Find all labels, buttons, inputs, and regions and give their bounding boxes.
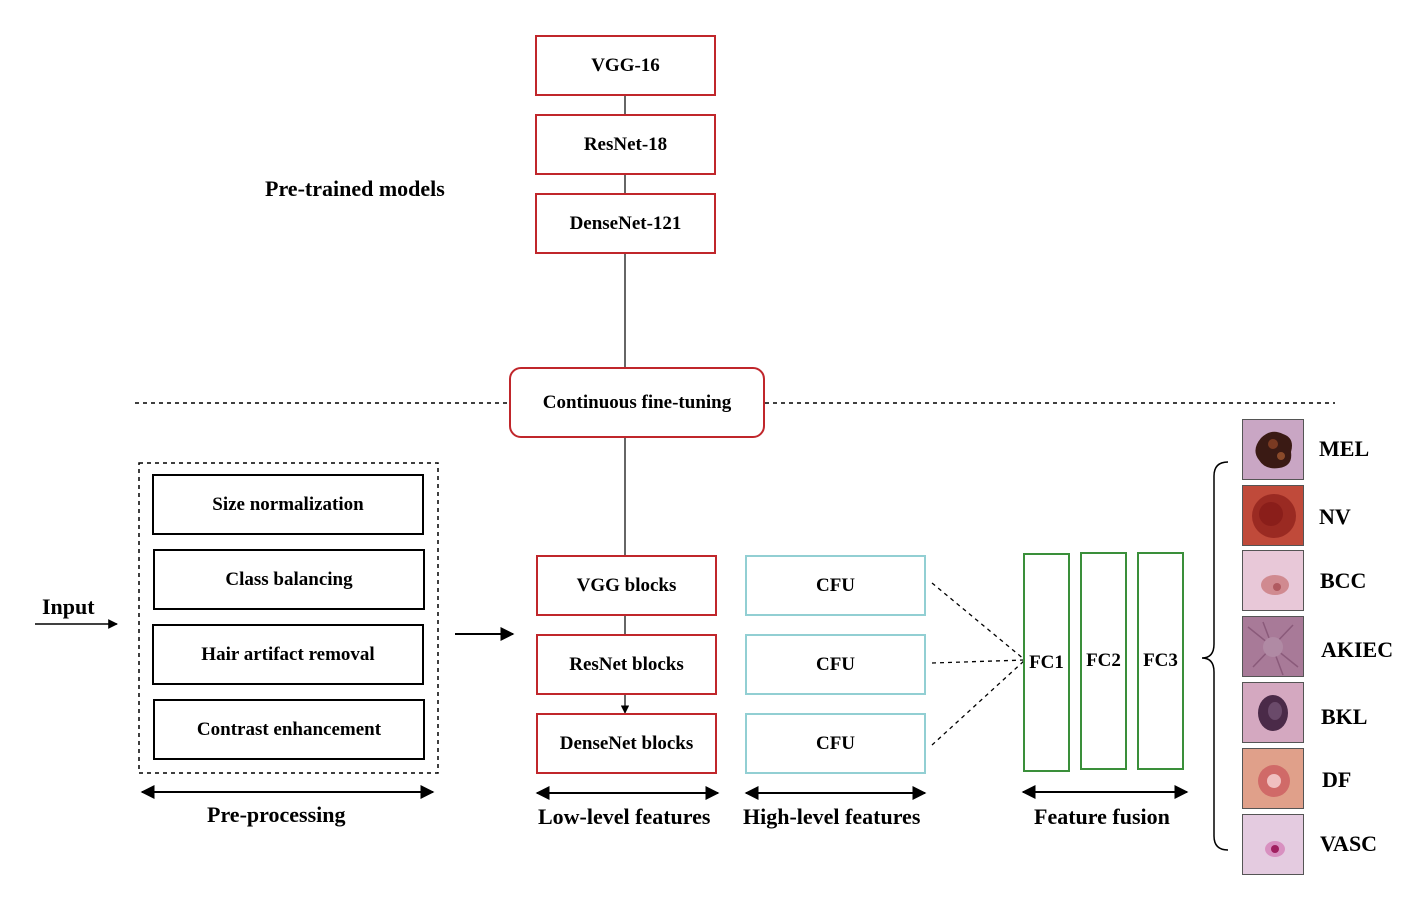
step-hair-artifact-removal: Hair artifact removal xyxy=(152,624,424,685)
lesion-akiec-thumbnail xyxy=(1242,616,1304,677)
lesion-bkl-thumbnail xyxy=(1242,682,1304,743)
model-densenet121: DenseNet-121 xyxy=(535,193,716,254)
block-densenet: DenseNet blocks xyxy=(536,713,717,774)
dashed-cfu3-fc1 xyxy=(931,659,1026,746)
class-label-nv: NV xyxy=(1319,504,1351,529)
class-label-mel: MEL xyxy=(1319,436,1370,461)
lesion-nv-thumbnail xyxy=(1242,485,1304,546)
finetune-box: Continuous fine-tuning xyxy=(509,367,765,438)
class-label-bcc: BCC xyxy=(1320,568,1367,593)
step-contrast-enhancement: Contrast enhancement xyxy=(153,699,425,760)
class-label-akiec: AKIEC xyxy=(1321,637,1394,662)
lesion-mel-thumbnail xyxy=(1242,419,1304,480)
cfu-unit-1: CFU xyxy=(745,555,926,616)
preprocess-caption: Pre-processing xyxy=(207,802,346,827)
block-resnet: ResNet blocks xyxy=(536,634,717,695)
model-resnet18: ResNet-18 xyxy=(535,114,716,175)
class-label-df: DF xyxy=(1322,767,1352,792)
step-size-normalization: Size normalization xyxy=(152,474,424,535)
class-label-vasc: VASC xyxy=(1320,831,1378,856)
dashed-cfu2-fc1 xyxy=(931,659,1026,664)
model-vgg16: VGG-16 xyxy=(535,35,716,96)
class-label-bkl: BKL xyxy=(1321,704,1368,729)
cfu-unit-3: CFU xyxy=(745,713,926,774)
block-vgg: VGG blocks xyxy=(536,555,717,616)
input-label: Input xyxy=(42,594,95,619)
fc-layer-1: FC1 xyxy=(1023,553,1070,772)
class-brace xyxy=(1201,461,1229,851)
fusion-caption: Feature fusion xyxy=(1034,804,1170,829)
fc-layer-2: FC2 xyxy=(1080,552,1127,770)
lesion-df-thumbnail xyxy=(1242,748,1304,809)
lowlevel-caption: Low-level features xyxy=(538,804,711,829)
highlevel-caption: High-level features xyxy=(743,804,921,829)
step-class-balancing: Class balancing xyxy=(153,549,425,610)
pretrained-title: Pre-trained models xyxy=(265,176,445,201)
dashed-cfu1-fc1 xyxy=(931,582,1026,661)
cfu-unit-2: CFU xyxy=(745,634,926,695)
lesion-bcc-thumbnail xyxy=(1242,550,1304,611)
fc-layer-3: FC3 xyxy=(1137,552,1184,770)
lesion-vasc-thumbnail xyxy=(1242,814,1304,875)
